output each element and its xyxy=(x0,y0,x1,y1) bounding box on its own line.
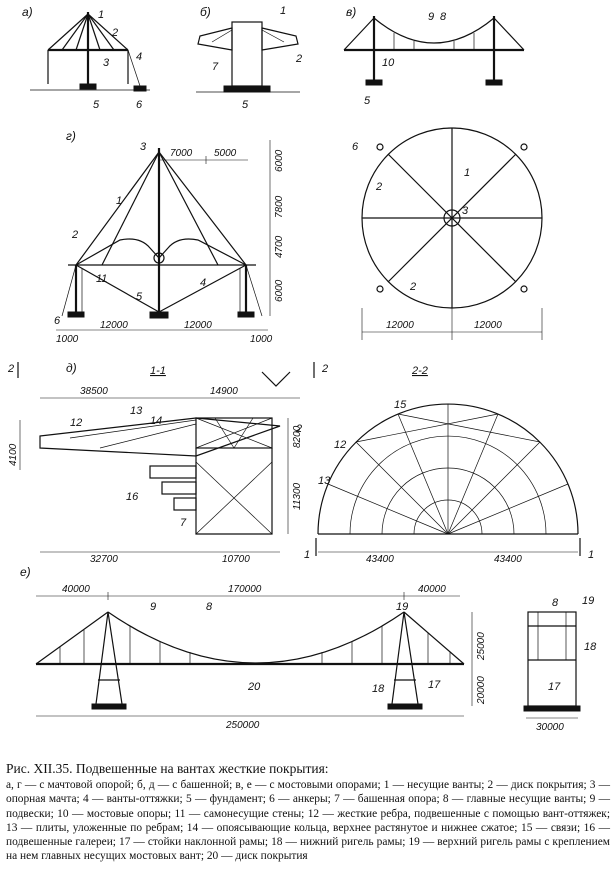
panel-a-tag: а) xyxy=(22,5,33,19)
plan-label-6: 6 xyxy=(352,141,359,153)
panel-g-label-2: 2 xyxy=(71,229,78,241)
panel-g-dim-right-2: 7800 xyxy=(274,195,285,218)
panel-g-label-3: 3 xyxy=(140,141,147,153)
structural-figure: а) 1 2 3 4 5 6 б) 1 2 7 5 в xyxy=(7,5,597,733)
section-mark-right: 2 xyxy=(321,363,328,375)
panel-e-bridge-section: е) 40000 170000 40000 25000 20000 250000… xyxy=(20,565,487,731)
panel-e-dim-bottom: 250000 xyxy=(225,720,260,731)
plan-label-1: 1 xyxy=(464,167,470,179)
panel-g-dim-bottom-2: 12000 xyxy=(100,320,128,331)
dome-label-15: 15 xyxy=(394,399,407,411)
panel-a-label-2: 2 xyxy=(111,27,118,39)
dome-dim-2: 43400 xyxy=(494,554,522,565)
panel-g-dim-bottom-3: 12000 xyxy=(184,320,212,331)
panel-d-dim-bottom-2: 10700 xyxy=(222,554,250,565)
panel-g-label-4: 4 xyxy=(200,277,206,289)
panel-d-label-14: 14 xyxy=(150,415,162,427)
panel-a-label-5: 5 xyxy=(93,99,100,111)
panel-e-label-9: 9 xyxy=(150,601,156,613)
panel-d-label-13: 13 xyxy=(130,405,143,417)
side-label-17: 17 xyxy=(548,681,561,693)
section-2-2: 2-2 xyxy=(411,365,428,377)
side-dim: 30000 xyxy=(536,722,564,733)
panel-g-tag: г) xyxy=(66,129,76,143)
panel-e-side-view: 30000 8 19 18 17 xyxy=(523,595,597,733)
panel-g-label-1: 1 xyxy=(116,195,122,207)
panel-d-dim-right-1: 8200 xyxy=(292,425,303,448)
panel-v-label-10: 10 xyxy=(382,57,395,69)
panel-e-dim-top-2: 170000 xyxy=(228,584,262,595)
panel-d-label-12: 12 xyxy=(70,417,82,429)
panel-g-dim-top-2: 5000 xyxy=(214,148,237,159)
plan-label-2b: 2 xyxy=(409,281,416,293)
panel-a-mast-support: а) 1 2 3 4 5 6 xyxy=(22,5,150,111)
panel-e-dim-top-3: 40000 xyxy=(418,584,446,595)
panel-e-label-17: 17 xyxy=(428,679,441,691)
panel-d-dim-top-2: 14900 xyxy=(210,386,238,397)
panel-g-dim-right-3: 4700 xyxy=(274,235,285,258)
panel-e-dim-top-1: 40000 xyxy=(62,584,90,595)
panel-d-tag: д) xyxy=(66,361,77,375)
panel-e-label-8: 8 xyxy=(206,601,213,613)
panel-g-label-11: 11 xyxy=(96,273,107,285)
panel-d-label-2: 2 xyxy=(295,423,302,435)
panel-g-mast-section: г) 7000 5000 6000 7800 4700 6000 1000 12… xyxy=(54,129,285,345)
panel-d-dim-bottom-1: 32700 xyxy=(90,554,118,565)
panel-d-label-16: 16 xyxy=(126,491,139,503)
panel-v-label-9: 9 xyxy=(428,11,434,23)
panel-b-label-5: 5 xyxy=(242,99,249,111)
panel-d-label-7: 7 xyxy=(180,517,187,529)
panel-g-plan: 12000 12000 6 1 2 3 2 xyxy=(352,127,543,340)
panel-g-dim-right-4: 6000 xyxy=(274,279,285,302)
panel-d-dome-section: 1 1 43400 43400 15 12 13 xyxy=(304,399,594,565)
panel-v-tag: в) xyxy=(346,5,356,19)
panel-e-dim-right-2: 20000 xyxy=(476,676,487,705)
dome-label-12: 12 xyxy=(334,439,346,451)
plan-dim-2: 12000 xyxy=(474,320,502,331)
panel-a-label-6: 6 xyxy=(136,99,143,111)
panel-b-tag: б) xyxy=(200,5,211,19)
side-label-19: 19 xyxy=(582,595,594,607)
dome-dim-1: 43400 xyxy=(366,554,394,565)
panel-e-label-18: 18 xyxy=(372,683,385,695)
dome-label-13: 13 xyxy=(318,475,331,487)
panel-b-label-7: 7 xyxy=(212,61,219,73)
panel-e-label-20: 20 xyxy=(247,681,261,693)
panel-b-tower-support: б) 1 2 7 5 xyxy=(196,5,302,111)
panel-d-dim-right-2: 11300 xyxy=(292,482,303,510)
panel-d-tower-section: 2 д) 1-1 2 2-2 38500 14900 4100 8200 113… xyxy=(7,361,428,565)
panel-e-tag: е) xyxy=(20,565,31,579)
panel-a-label-1: 1 xyxy=(98,9,104,21)
side-label-18: 18 xyxy=(584,641,597,653)
figure-caption: Рис. XII.35. Подвешенные на вантах жестк… xyxy=(6,761,610,863)
panel-g-dim-bottom-4: 1000 xyxy=(250,334,273,345)
panel-d-dim-top-1: 38500 xyxy=(80,386,108,397)
panel-a-label-4: 4 xyxy=(136,51,142,63)
panel-v-label-8: 8 xyxy=(440,11,447,23)
panel-b-label-1: 1 xyxy=(280,5,286,17)
plan-label-2a: 2 xyxy=(375,181,382,193)
panel-g-dim-bottom-1: 1000 xyxy=(56,334,79,345)
panel-e-dim-right-1: 25000 xyxy=(476,632,487,661)
panel-g-label-5: 5 xyxy=(136,291,143,303)
panel-v-bridge-supports: в) 9 8 10 5 xyxy=(343,5,525,107)
panel-g-dim-top-1: 7000 xyxy=(170,148,193,159)
panel-g-label-6: 6 xyxy=(54,315,61,327)
axis-mark-left: 1 xyxy=(304,549,310,561)
axis-mark-right: 1 xyxy=(588,549,594,561)
side-label-8: 8 xyxy=(552,597,559,609)
panel-a-label-3: 3 xyxy=(103,57,110,69)
caption-body: а, г — с мачтовой опорой; б, д — с башен… xyxy=(6,779,610,863)
plan-dim-1: 12000 xyxy=(386,320,414,331)
panel-d-dim-left: 4100 xyxy=(8,443,19,466)
caption-title: Рис. XII.35. Подвешенные на вантах жестк… xyxy=(6,761,329,776)
section-mark-left: 2 xyxy=(7,363,14,375)
plan-label-3: 3 xyxy=(462,205,469,217)
section-1-1: 1-1 xyxy=(150,365,166,377)
panel-g-dim-right-1: 6000 xyxy=(274,149,285,172)
panel-e-label-19: 19 xyxy=(396,601,408,613)
panel-v-label-5: 5 xyxy=(364,95,371,107)
panel-b-label-2: 2 xyxy=(295,53,302,65)
